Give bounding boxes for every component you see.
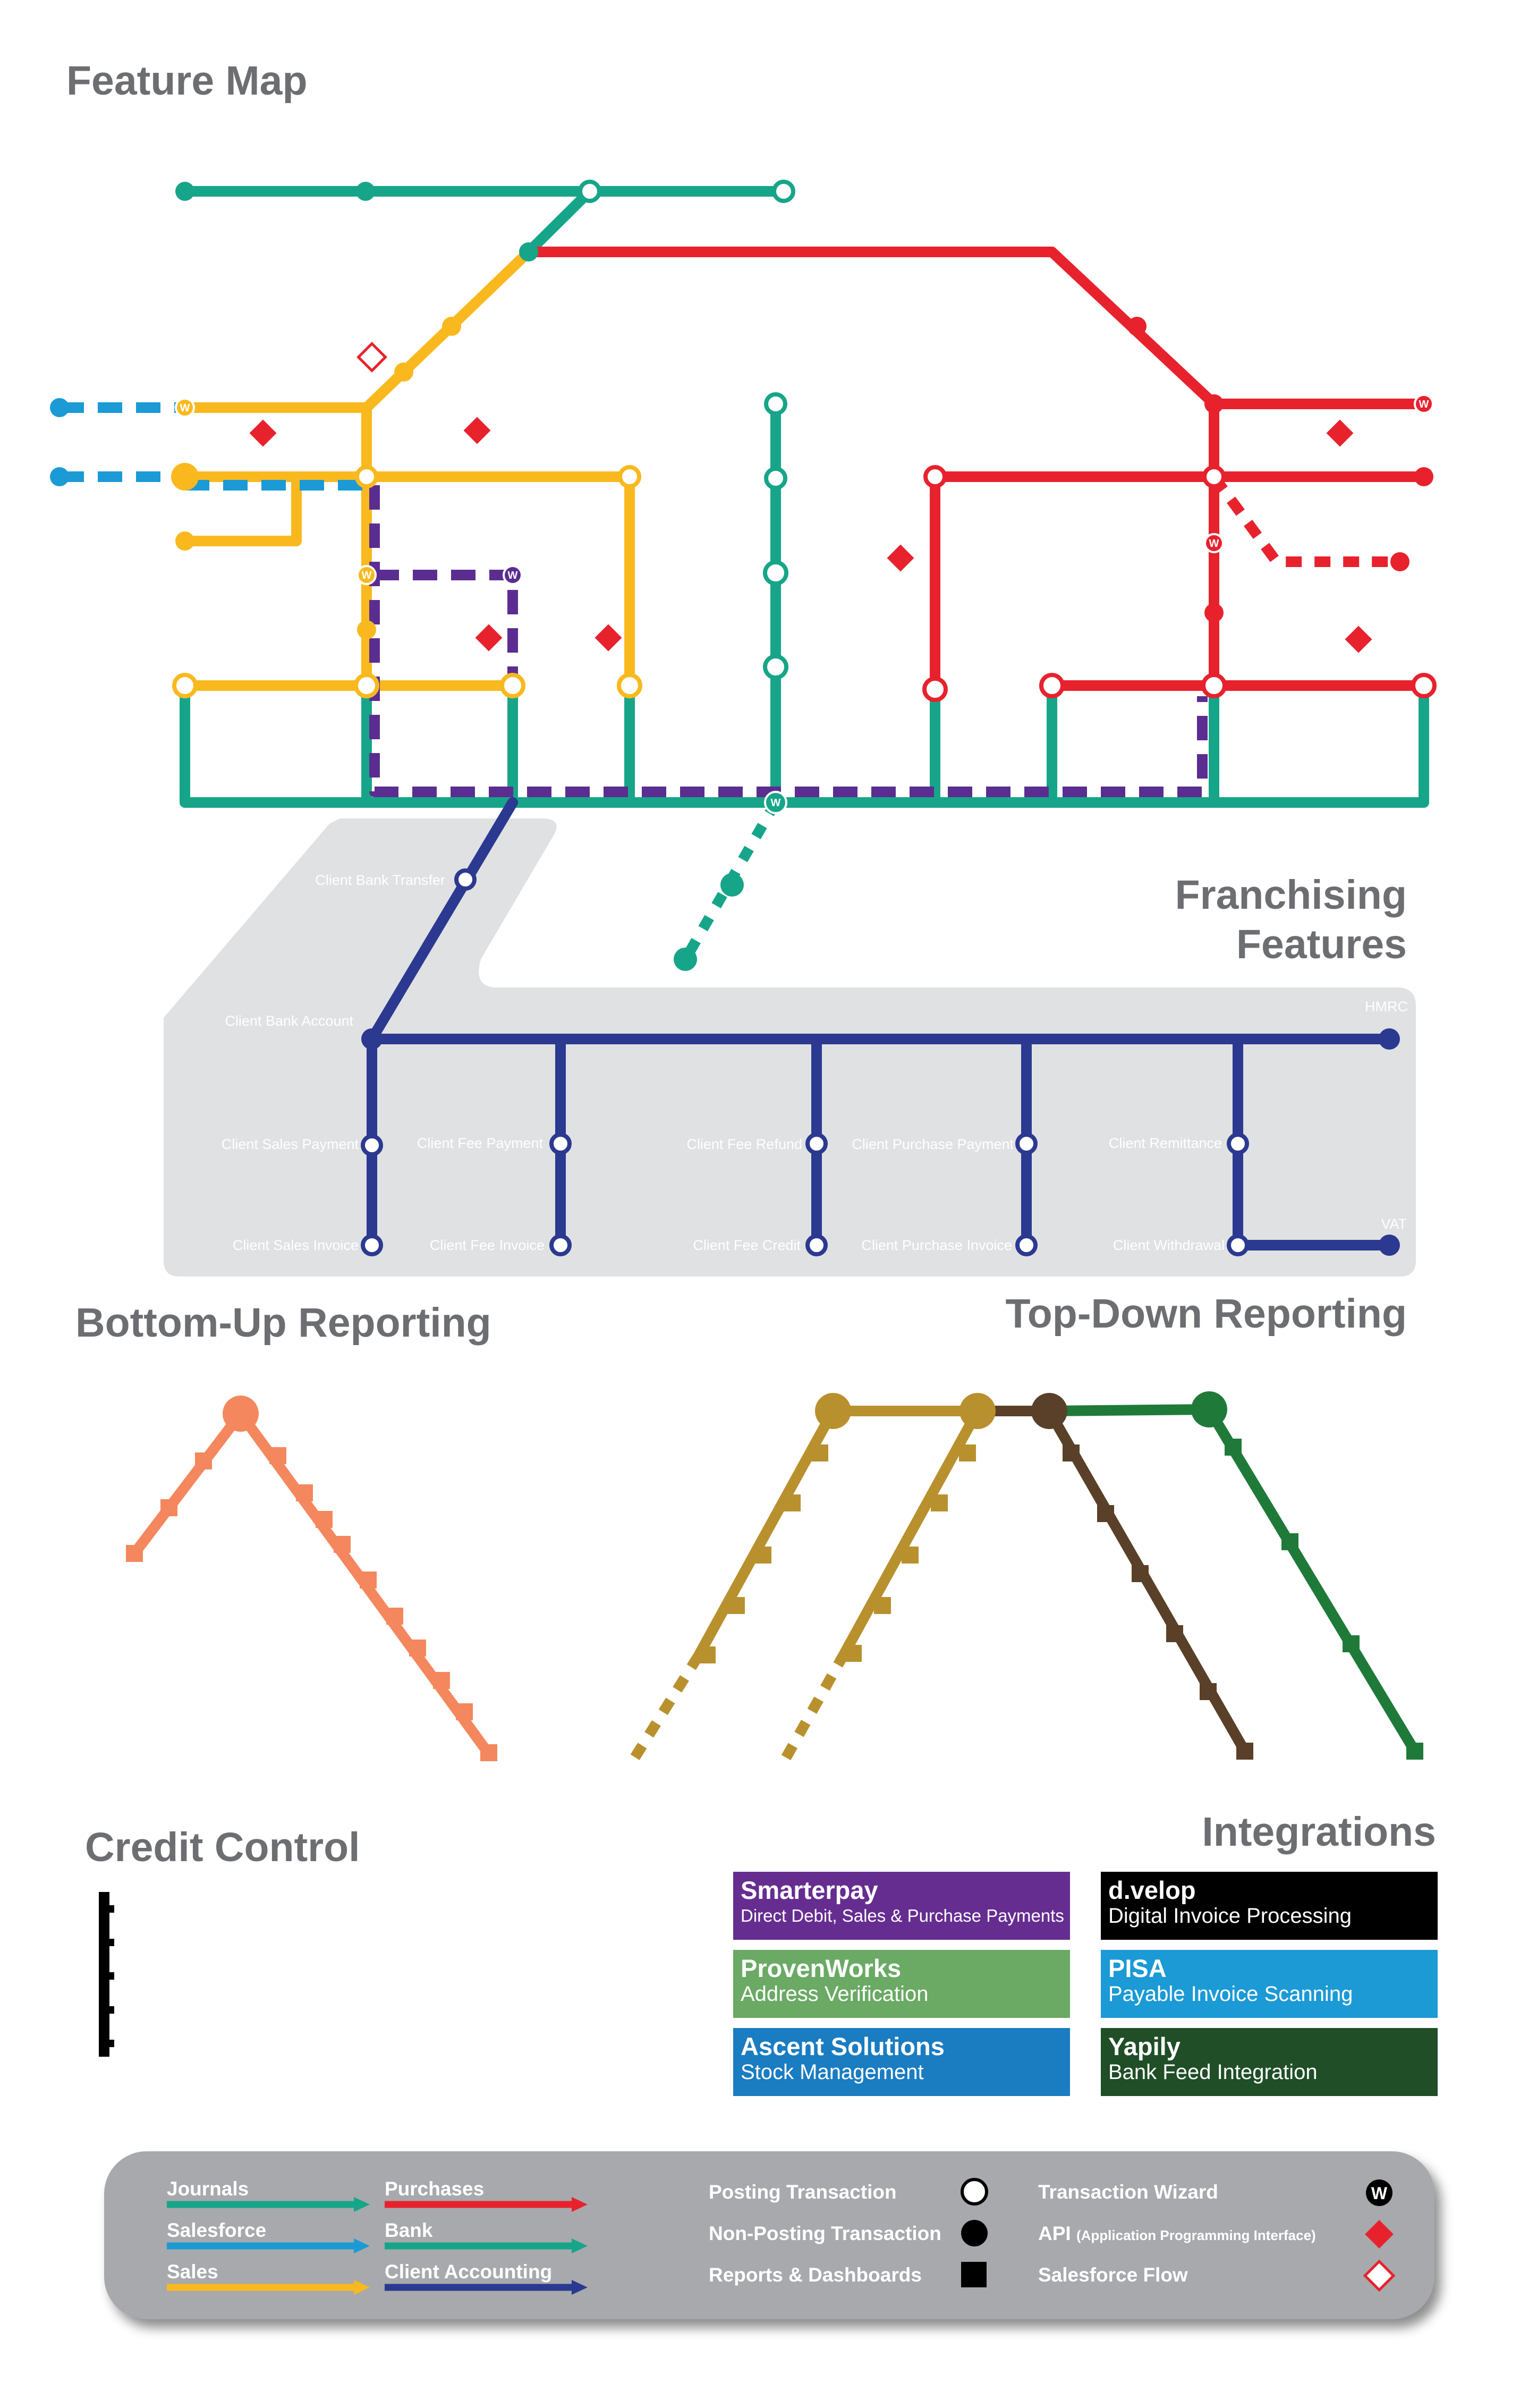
- legend-label-purchases: Purchases: [385, 2178, 485, 2200]
- integrations-title: Integrations: [1202, 1809, 1436, 1855]
- station-label-client-withdrawal: Client Withdrawal: [1113, 1237, 1225, 1253]
- salesforce-flow-diamond: [356, 342, 387, 373]
- integration-name: ProvenWorks: [741, 1954, 902, 1982]
- station-label-client-sales-invoice: Client Sales Invoice: [233, 1237, 359, 1253]
- integration-description: Address Verification: [741, 1982, 929, 2006]
- bottom-up-report-squares: [126, 1447, 497, 1761]
- purchases-main-line: [523, 247, 1429, 409]
- transaction-wizard-markers: [175, 394, 1434, 814]
- station-label-vat: VAT: [1381, 1216, 1407, 1232]
- credit-control-title: Credit Control: [85, 1824, 360, 1870]
- franchising-panel: [164, 818, 1416, 1277]
- legend-label-salesforce: Salesforce: [167, 2219, 267, 2241]
- franchising-title-line2: Features: [1236, 922, 1407, 967]
- sales-hook-line: [180, 471, 302, 546]
- svg-text:W: W: [1371, 2184, 1388, 2203]
- legend-api-note: (Application Programming Interface): [1076, 2227, 1316, 2243]
- franchising-title-line1: Franchising: [1175, 872, 1407, 918]
- integration-description: Direct Debit, Sales & Purchase Payments: [741, 1906, 1064, 1925]
- integration-dvelop: d.velop Digital Invoice Processing: [1101, 1872, 1438, 1940]
- journals-branch: [523, 186, 595, 257]
- integration-description: Payable Invoice Scanning: [1108, 1982, 1353, 2006]
- svg-text:W: W: [1419, 399, 1429, 410]
- bank-branches: [361, 680, 1219, 808]
- feature-map-title: Feature Map: [66, 58, 308, 104]
- svg-text:W: W: [180, 402, 190, 414]
- filled-circle-icon: [961, 2220, 988, 2246]
- integration-name: Smarterpay: [741, 1876, 878, 1904]
- station-label-client-fee-refund: Client Fee Refund: [686, 1136, 802, 1152]
- top-down-green-line: [1044, 1404, 1420, 1756]
- station-label-client-purchase-payment: Client Purchase Payment: [852, 1136, 1014, 1152]
- svg-text:W: W: [362, 570, 372, 581]
- purple-dashed-line: [369, 485, 1208, 797]
- bottom-up-reporting-title: Bottom-Up Reporting: [75, 1300, 491, 1346]
- bank-base-line: [180, 680, 1429, 808]
- api-diamonds: [249, 417, 1372, 653]
- top-down-gold-dotted-1: [629, 1652, 703, 1762]
- top-down-gold-dotted-2: [780, 1650, 850, 1762]
- legend-label-journals: Journals: [167, 2178, 249, 2200]
- integration-name: PISA: [1108, 1954, 1167, 1982]
- station-label-client-fee-credit: Client Fee Credit: [693, 1237, 801, 1253]
- top-down-gold-line-1: [693, 1406, 983, 1661]
- integration-name: Yapily: [1108, 2032, 1181, 2060]
- legend-label-transaction-wizard: Transaction Wizard: [1038, 2181, 1218, 2203]
- svg-text:W: W: [771, 797, 781, 809]
- legend-label-api: API (Application Programming Interface): [1038, 2223, 1316, 2245]
- legend-label-sales: Sales: [167, 2261, 218, 2283]
- non-posting-stations: [50, 182, 1433, 1432]
- sales-main-line: [180, 471, 635, 691]
- diamond-icon: [1365, 2220, 1394, 2249]
- wizard-icon: [1366, 2179, 1392, 2206]
- legend-arrows: W: [167, 2178, 1396, 2295]
- legend-label-reports-dashboards: Reports & Dashboards: [709, 2264, 922, 2286]
- integration-description: Bank Feed Integration: [1108, 2060, 1318, 2084]
- posting-stations: [172, 180, 1437, 1256]
- top-down-reporting-title: Top-Down Reporting: [1005, 1291, 1407, 1337]
- top-down-report-squares: [699, 1439, 1423, 1760]
- station-label-hmrc: HMRC: [1365, 999, 1408, 1015]
- credit-control-ticks: [104, 1905, 114, 2047]
- legend-label-posting-transaction: Posting Transaction: [709, 2181, 897, 2203]
- wizard-marker-labels: W W W W W W: [180, 399, 1429, 809]
- integration-description: Digital Invoice Processing: [1108, 1904, 1352, 1928]
- integration-name: Ascent Solutions: [741, 2032, 945, 2060]
- integration-yapily: Yapily Bank Feed Integration: [1101, 2028, 1438, 2096]
- integration-smarterpay: Smarterpay Direct Debit, Sales & Purchas…: [733, 1872, 1070, 1940]
- sales-diagonal-line: [361, 247, 534, 691]
- bottom-up-line: [129, 1408, 494, 1759]
- station-label-client-remittance: Client Remittance: [1109, 1135, 1222, 1151]
- station-label-client-sales-payment: Client Sales Payment: [222, 1136, 359, 1152]
- legend-label-non-posting-transaction: Non-Posting Transaction: [709, 2223, 941, 2244]
- station-label-client-bank-transfer: Client Bank Transfer: [315, 872, 445, 888]
- integration-name: d.velop: [1108, 1876, 1196, 1904]
- legend-panel: W Journals Salesforce Sales Purchases Ba…: [104, 2151, 1434, 2319]
- open-circle-icon: [961, 2178, 988, 2206]
- purchases-dotted-line: [1209, 474, 1400, 567]
- legend-api-text: API: [1038, 2223, 1071, 2244]
- purchases-box-line: [930, 471, 1429, 691]
- station-label-client-fee-invoice: Client Fee Invoice: [430, 1237, 545, 1253]
- integration-description: Stock Management: [741, 2060, 924, 2084]
- station-label-client-purchase-invoice: Client Purchase Invoice: [861, 1237, 1012, 1253]
- integration-provenworks: ProvenWorks Address Verification: [733, 1950, 1070, 2018]
- svg-text:W: W: [508, 570, 518, 581]
- svg-text:W: W: [1209, 538, 1219, 550]
- station-label-client-bank-account: Client Bank Account: [225, 1013, 353, 1029]
- legend-label-salesforce-flow: Salesforce Flow: [1038, 2264, 1188, 2286]
- integration-pisa: PISA Payable Invoice Scanning: [1101, 1950, 1438, 2018]
- integration-ascent-solutions: Ascent Solutions Stock Management: [733, 2028, 1070, 2096]
- open-diamond-icon: [1363, 2259, 1396, 2292]
- legend-label-client-accounting: Client Accounting: [385, 2261, 553, 2283]
- salesforce-dashed-line-2: [60, 471, 375, 491]
- legend-label-bank: Bank: [385, 2219, 433, 2241]
- square-icon: [961, 2262, 987, 2287]
- station-label-client-fee-payment: Client Fee Payment: [417, 1135, 544, 1151]
